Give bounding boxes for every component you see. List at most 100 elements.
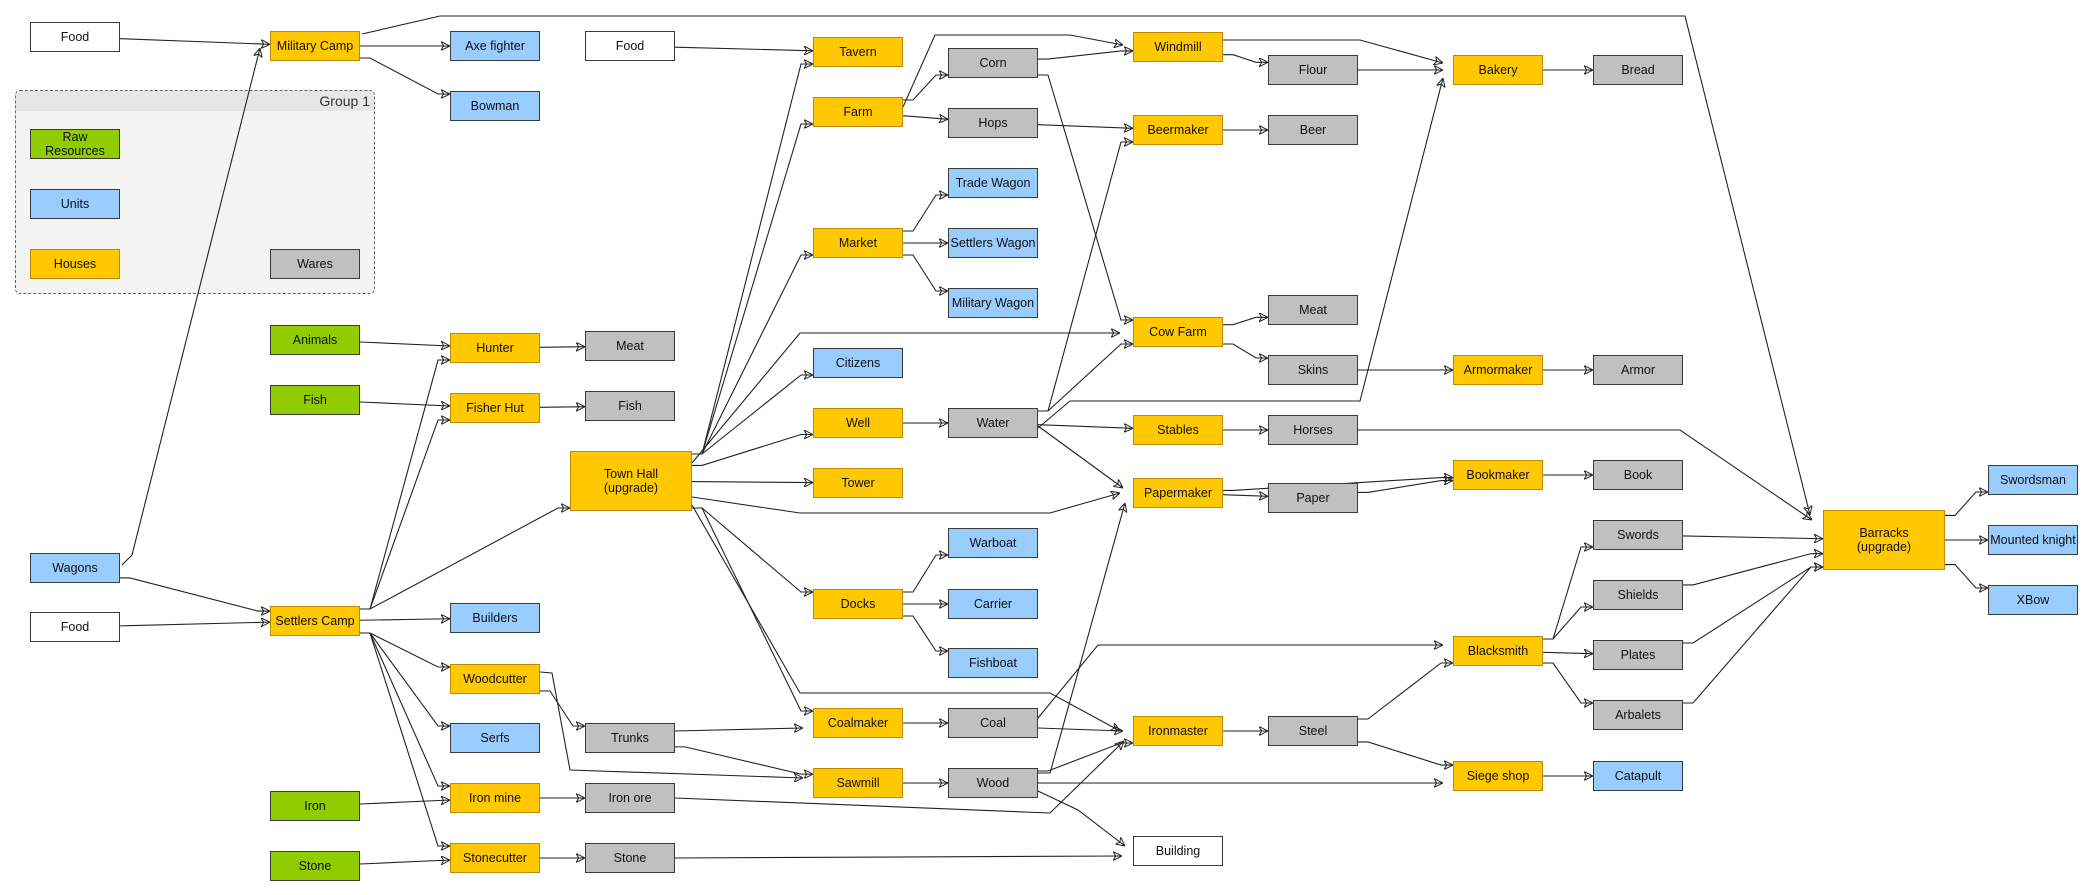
node-trunks[interactable]: Trunks	[585, 723, 675, 753]
node-bookmaker[interactable]: Bookmaker	[1453, 460, 1543, 490]
edge-docks-to-fishboat	[903, 615, 948, 651]
node-stonecutter[interactable]: Stonecutter	[450, 843, 540, 873]
edge-settlers-camp-to-hunter	[360, 360, 450, 610]
node-corn[interactable]: Corn	[948, 48, 1038, 78]
node-skins[interactable]: Skins	[1268, 355, 1358, 385]
node-arbalets[interactable]: Arbalets	[1593, 700, 1683, 730]
node-blacksmith[interactable]: Blacksmith	[1453, 636, 1543, 666]
node-catapult[interactable]: Catapult	[1593, 761, 1683, 791]
edge-trunks-to-sawmill	[675, 746, 813, 774]
node-military-wagon[interactable]: Military Wagon	[948, 288, 1038, 318]
edge-shields-to-barracks	[1683, 554, 1823, 586]
node-steel[interactable]: Steel	[1268, 716, 1358, 746]
node-beer[interactable]: Beer	[1268, 115, 1358, 145]
node-docks[interactable]: Docks	[813, 589, 903, 619]
edge-wagons-to-settlers-camp	[120, 577, 270, 611]
node-warboat[interactable]: Warboat	[948, 528, 1038, 558]
node-food2[interactable]: Food	[585, 31, 675, 61]
node-coalmaker[interactable]: Coalmaker	[813, 708, 903, 738]
node-farm[interactable]: Farm	[813, 97, 903, 127]
node-bread[interactable]: Bread	[1593, 55, 1683, 85]
edge-military-camp-to-bowman	[360, 57, 450, 94]
node-bakery[interactable]: Bakery	[1453, 55, 1543, 85]
node-iron-mine[interactable]: Iron mine	[450, 783, 540, 813]
node-barracks[interactable]: Barracks (upgrade)	[1823, 510, 1945, 570]
node-beermaker[interactable]: Beermaker	[1133, 115, 1223, 145]
group-header: Group 1	[16, 91, 374, 111]
node-stables[interactable]: Stables	[1133, 415, 1223, 445]
node-shields[interactable]: Shields	[1593, 580, 1683, 610]
node-building[interactable]: Building	[1133, 836, 1223, 866]
edge-town-hall-to-farm	[692, 124, 813, 455]
node-trade-wagon[interactable]: Trade Wagon	[948, 168, 1038, 198]
node-hops[interactable]: Hops	[948, 108, 1038, 138]
node-meat2[interactable]: Meat	[1268, 295, 1358, 325]
edge-coal-to-ironmaster	[1037, 728, 1123, 731]
node-paper[interactable]: Paper	[1268, 483, 1358, 513]
edge-town-hall-to-docks	[692, 507, 813, 592]
node-woodcutter[interactable]: Woodcutter	[450, 664, 540, 694]
node-iron-ore[interactable]: Iron ore	[585, 783, 675, 813]
node-siege-shop[interactable]: Siege shop	[1453, 761, 1543, 791]
node-wagons[interactable]: Wagons	[30, 553, 120, 583]
node-fishboat[interactable]: Fishboat	[948, 648, 1038, 678]
edge-town-hall-to-well	[692, 434, 813, 466]
node-settlers-camp[interactable]: Settlers Camp	[270, 606, 360, 636]
node-stone-raw[interactable]: Stone	[270, 851, 360, 881]
edge-blacksmith-to-plates	[1542, 652, 1593, 653]
node-tower[interactable]: Tower	[813, 468, 903, 498]
edge-blacksmith-to-shields	[1543, 607, 1593, 640]
node-fisher-hut[interactable]: Fisher Hut	[450, 393, 540, 423]
node-meat1[interactable]: Meat	[585, 331, 675, 361]
edge-woodcutter-to-trunks	[540, 690, 585, 726]
node-bowman[interactable]: Bowman	[450, 91, 540, 121]
node-market[interactable]: Market	[813, 228, 903, 258]
node-builders[interactable]: Builders	[450, 603, 540, 633]
node-town-hall[interactable]: Town Hall (upgrade)	[570, 451, 692, 511]
node-axe-fighter[interactable]: Axe fighter	[450, 31, 540, 61]
node-legend-houses[interactable]: Houses	[30, 249, 120, 279]
node-mounted-knight[interactable]: Mounted knight	[1988, 525, 2078, 555]
edge-wood-to-papermaker	[1038, 503, 1125, 774]
node-flour[interactable]: Flour	[1268, 55, 1358, 85]
edge-market-to-trade-wagon	[903, 195, 948, 232]
node-plates[interactable]: Plates	[1593, 640, 1683, 670]
node-sawmill[interactable]: Sawmill	[813, 768, 903, 798]
edge-barracks-to-xbow	[1945, 564, 1988, 588]
node-water[interactable]: Water	[948, 408, 1038, 438]
node-food1[interactable]: Food	[30, 22, 120, 52]
edge-settlers-camp-to-town-hall	[360, 508, 570, 610]
node-wood[interactable]: Wood	[948, 768, 1038, 798]
node-papermaker[interactable]: Papermaker	[1133, 478, 1223, 508]
node-citizens[interactable]: Citizens	[813, 348, 903, 378]
node-fish-raw[interactable]: Fish	[270, 385, 360, 415]
node-horses[interactable]: Horses	[1268, 415, 1358, 445]
node-carrier[interactable]: Carrier	[948, 589, 1038, 619]
node-legend-raw[interactable]: Raw Resources	[30, 129, 120, 159]
node-food3[interactable]: Food	[30, 612, 120, 642]
node-swords[interactable]: Swords	[1593, 520, 1683, 550]
node-serfs[interactable]: Serfs	[450, 723, 540, 753]
node-well[interactable]: Well	[813, 408, 903, 438]
node-swordsman[interactable]: Swordsman	[1988, 465, 2078, 495]
node-coal[interactable]: Coal	[948, 708, 1038, 738]
node-stone-ware[interactable]: Stone	[585, 843, 675, 873]
node-iron-raw[interactable]: Iron	[270, 791, 360, 821]
node-fish-ware[interactable]: Fish	[585, 391, 675, 421]
node-tavern[interactable]: Tavern	[813, 37, 903, 67]
edge-food2-to-tavern	[674, 47, 813, 51]
node-xbow[interactable]: XBow	[1988, 585, 2078, 615]
node-animals[interactable]: Animals	[270, 325, 360, 355]
node-settlers-wagon[interactable]: Settlers Wagon	[948, 228, 1038, 258]
node-book[interactable]: Book	[1593, 460, 1683, 490]
node-armormaker[interactable]: Armormaker	[1453, 355, 1543, 385]
node-hunter[interactable]: Hunter	[450, 333, 540, 363]
node-military-camp[interactable]: Military Camp	[270, 31, 360, 61]
node-windmill[interactable]: Windmill	[1133, 32, 1223, 62]
node-ironmaster[interactable]: Ironmaster	[1133, 716, 1223, 746]
node-legend-units[interactable]: Units	[30, 189, 120, 219]
node-armor[interactable]: Armor	[1593, 355, 1683, 385]
node-legend-wares[interactable]: Wares	[270, 249, 360, 279]
node-cow-farm[interactable]: Cow Farm	[1133, 317, 1223, 347]
edge-wood-to-ironmaster	[1038, 743, 1133, 772]
